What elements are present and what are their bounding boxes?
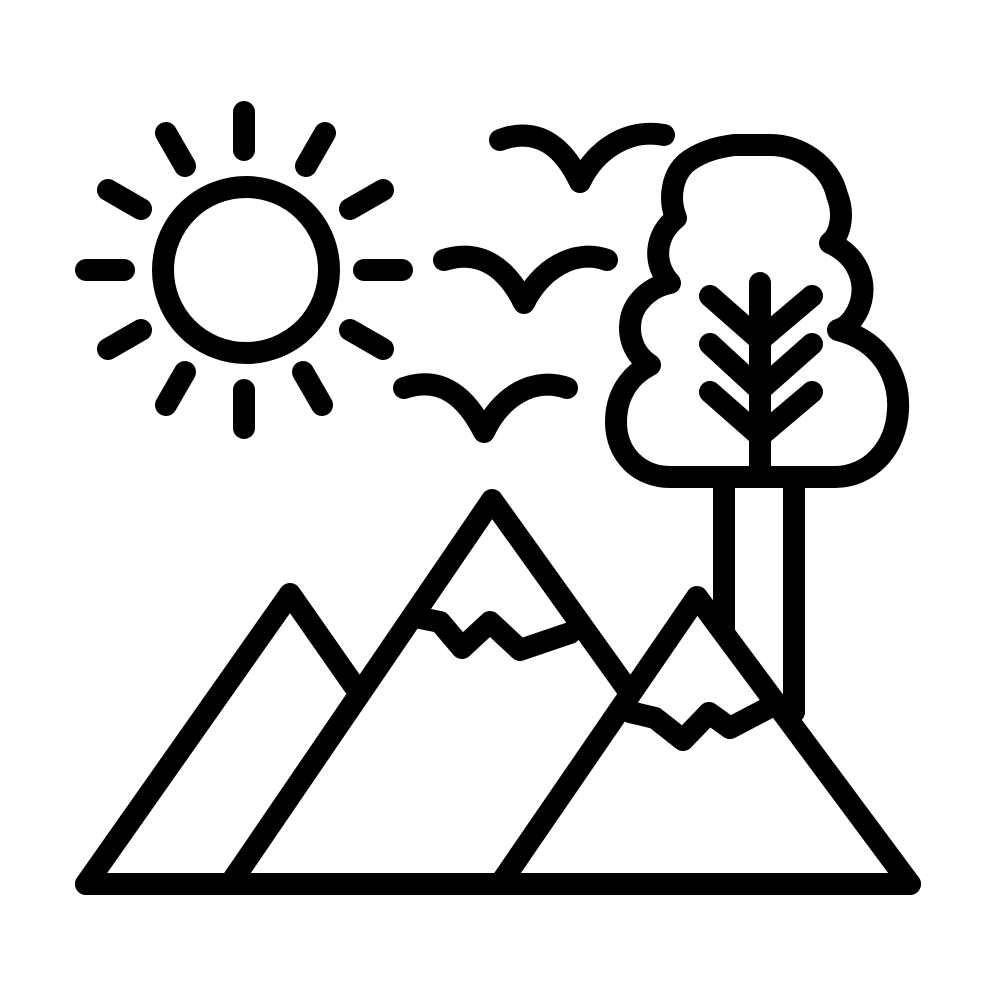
sun-disc	[152, 176, 340, 364]
mountain-center-snow	[409, 607, 581, 661]
mountain-left	[75, 583, 368, 895]
mountain-center	[219, 489, 641, 895]
bird-top	[489, 122, 675, 193]
tree-branches	[699, 272, 823, 481]
sun-icon	[75, 101, 413, 439]
bird-middle	[433, 245, 618, 314]
bird-bottom	[393, 373, 578, 443]
tree-trunk	[713, 466, 805, 723]
sun-rays	[75, 101, 413, 439]
mountain-right-snow	[619, 695, 783, 751]
tree-icon	[605, 134, 910, 723]
birds-icon	[393, 122, 675, 443]
tree-canopy	[605, 134, 910, 488]
mountains-icon	[75, 489, 921, 895]
mountain-right	[489, 586, 921, 895]
